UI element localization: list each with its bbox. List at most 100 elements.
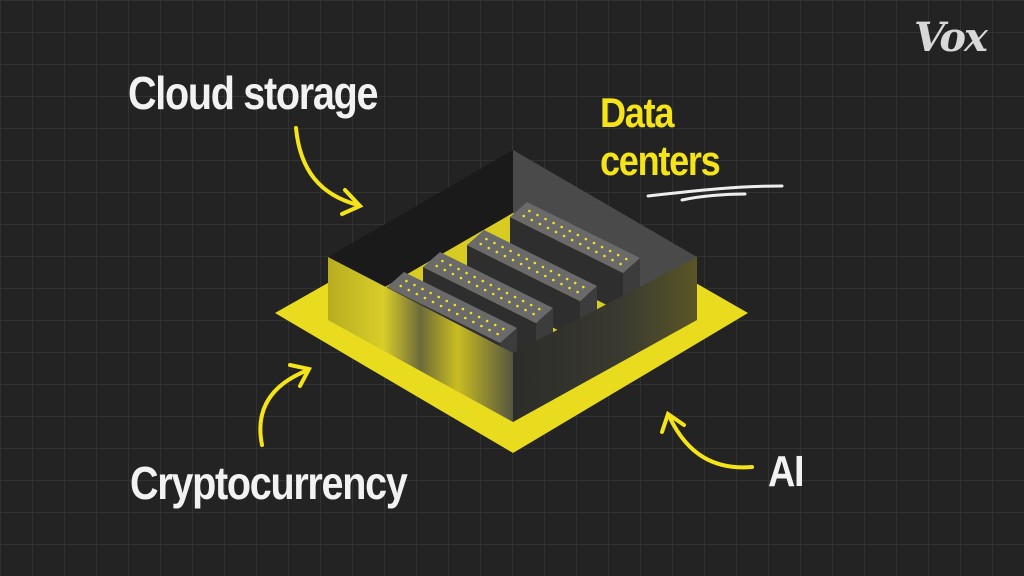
server-light [459, 276, 463, 280]
arrow-head [340, 188, 364, 216]
server-light [493, 241, 496, 245]
server-light [549, 269, 553, 273]
server-light [475, 284, 479, 288]
arrow-to-box-from-crypto [258, 368, 310, 447]
server-light [429, 291, 432, 295]
server-light [576, 233, 580, 237]
underline-scribble [646, 184, 784, 202]
server-light [532, 312, 535, 316]
server-light [516, 304, 519, 308]
server-light [541, 265, 545, 269]
server-light [480, 324, 483, 328]
front-left-wall [328, 257, 513, 422]
server-light [473, 275, 476, 279]
server-light [415, 292, 419, 296]
server-light [573, 281, 577, 285]
server-light [587, 246, 590, 250]
server-light [421, 287, 424, 291]
server-light [624, 257, 628, 261]
server-light [525, 257, 529, 261]
server-light [399, 284, 403, 288]
label-cloud-storage: Cloud storage [128, 67, 378, 119]
server-light [437, 295, 440, 299]
label-data-centers-line2: centers [600, 137, 721, 184]
server-light [560, 225, 563, 229]
server-light [435, 264, 439, 268]
server-light [568, 286, 571, 290]
server-light [461, 307, 465, 311]
server-light [619, 262, 622, 266]
server-light [485, 237, 488, 241]
back-left-wall [328, 150, 513, 320]
server-light [552, 278, 555, 282]
label-data-centers-line1: Data [600, 89, 674, 136]
server-light [544, 217, 547, 221]
server-light [501, 245, 504, 249]
server-light [600, 245, 604, 249]
server-light [538, 222, 542, 226]
server-light [405, 279, 408, 283]
server-light [565, 277, 569, 281]
server-light [578, 242, 582, 246]
server-light [481, 279, 485, 283]
server-light [503, 254, 507, 258]
server-light [608, 249, 612, 253]
server-light [493, 323, 497, 327]
server-light [485, 319, 489, 323]
server-light [557, 273, 561, 277]
server-light [487, 246, 491, 250]
server-rack-top [467, 230, 597, 301]
server-light [524, 308, 527, 312]
server-light [455, 312, 459, 316]
server-light [443, 268, 447, 272]
server-rack-top [423, 252, 553, 323]
server-light [497, 287, 501, 291]
server-rack-top [387, 272, 517, 343]
server-light [537, 307, 541, 311]
server-light [544, 274, 547, 278]
server-light [517, 253, 520, 257]
vox-logo: Vox [914, 14, 988, 61]
server-light [495, 250, 499, 254]
server-light [519, 262, 523, 266]
server-light [496, 332, 499, 336]
server-light [407, 288, 411, 292]
server-light [568, 229, 572, 233]
label-cryptocurrency: Cryptocurrency [130, 457, 408, 509]
server-light [472, 320, 475, 324]
server-light [413, 283, 416, 287]
server-light [603, 254, 606, 258]
server-light [489, 283, 493, 287]
server-light [529, 303, 533, 307]
server-light [447, 308, 451, 312]
server-light [528, 209, 531, 213]
server-light [445, 299, 449, 303]
label-ai: AI [768, 447, 805, 496]
server-light [530, 218, 534, 222]
server-light [576, 290, 579, 294]
arrow-to-box-from-cloud [294, 126, 360, 207]
server-light [552, 221, 555, 225]
server-light [595, 250, 598, 254]
server-light [467, 280, 471, 284]
server-light [527, 266, 531, 270]
server-light [554, 230, 558, 234]
server-light [431, 300, 435, 304]
server-light [465, 271, 468, 275]
server-light [521, 299, 525, 303]
server-light [535, 270, 539, 274]
server-light [469, 311, 473, 315]
server-light [441, 259, 444, 263]
server-light [513, 295, 517, 299]
server-light [505, 291, 509, 295]
server-light [477, 315, 481, 319]
server-light [464, 316, 467, 320]
server-light [560, 282, 563, 286]
server-light [581, 285, 585, 289]
server-light [501, 327, 505, 331]
server-light [509, 249, 512, 253]
server-light [584, 237, 588, 241]
server-light [616, 253, 620, 257]
server-light [536, 213, 539, 217]
server-light [491, 292, 495, 296]
